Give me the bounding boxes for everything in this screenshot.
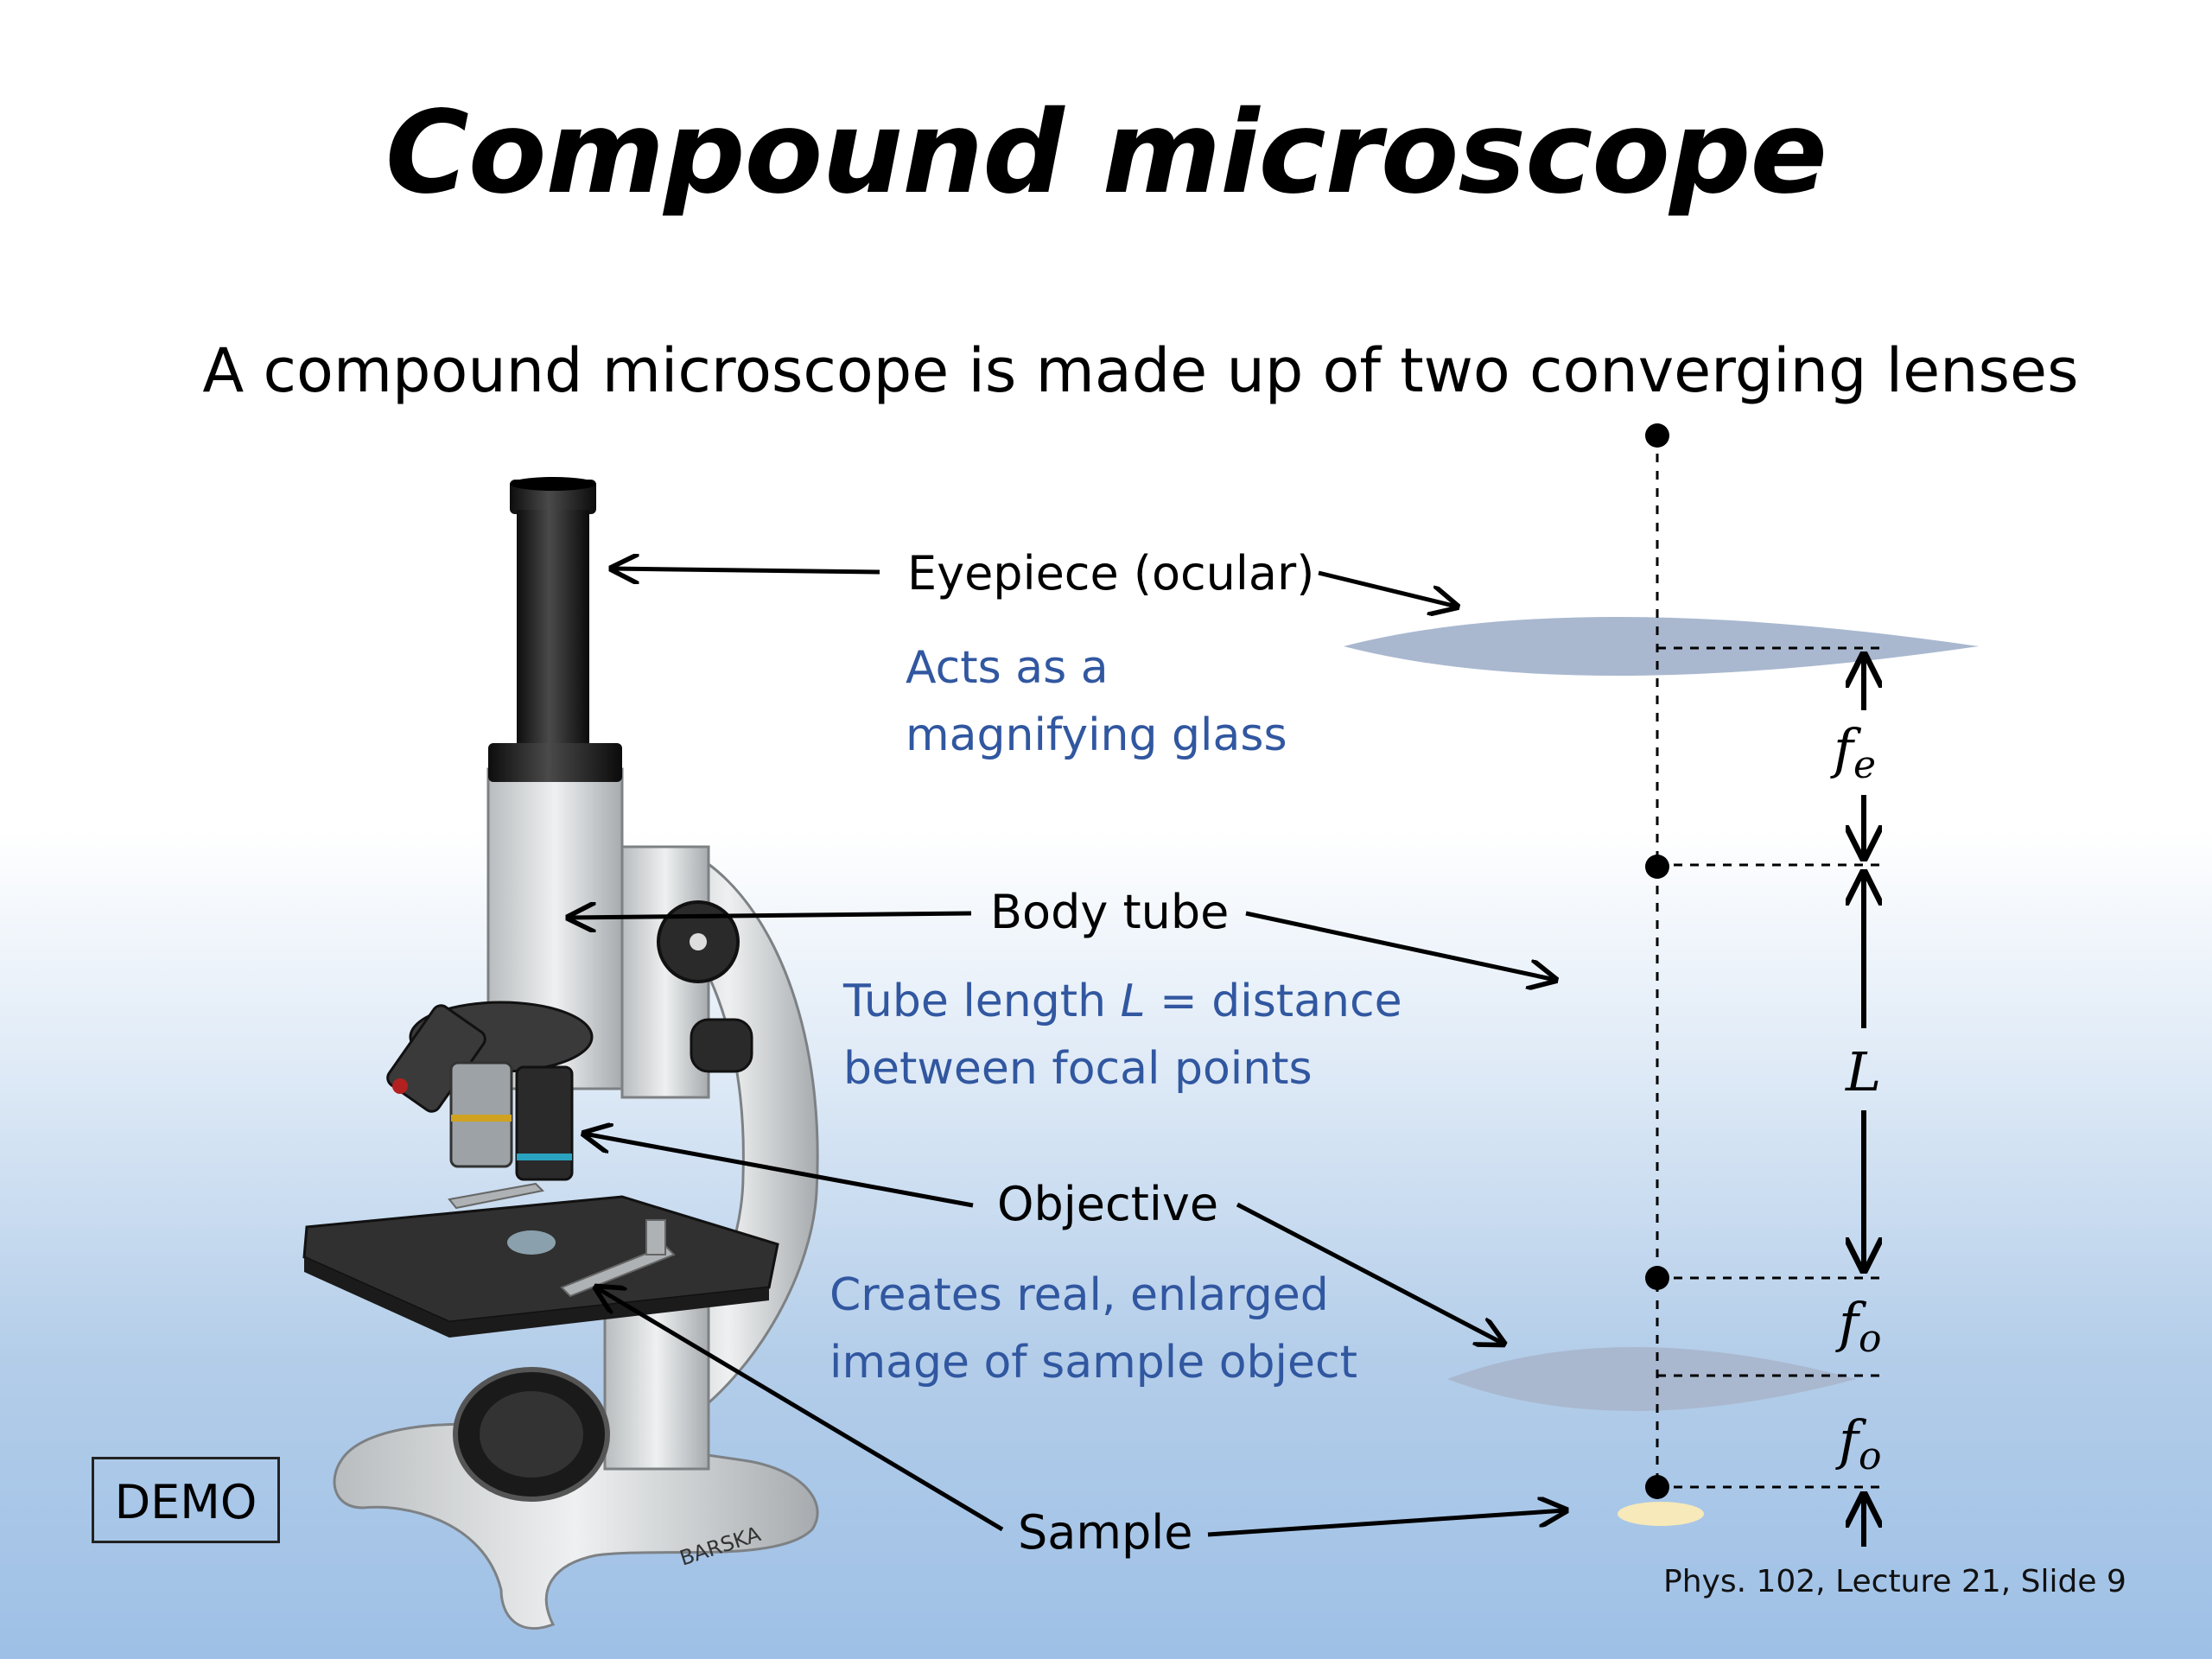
objective-band-yellow [451,1115,512,1122]
desc-body-tube-text: Tube length [843,976,1107,1027]
coarse-focus-center [690,933,707,950]
symbol-fo-lower: fo [1835,1408,1881,1478]
symbol-L: L [1845,1040,1881,1103]
microscope-illustration: BARSKA [302,477,819,1630]
point-eyepiece-focus [1645,855,1669,879]
optics-schematic: fe L fo fo [1344,423,1979,1547]
desc-body-tube-text2: = distance [1145,976,1402,1027]
label-sample: Sample [1018,1505,1193,1560]
desc-body-tube-line2: between focal points [843,1043,1313,1095]
arrow-bodytube-to-photo [569,913,972,918]
stage-edge [304,1257,769,1338]
arrow-sample-to-diagram [1207,1510,1566,1537]
symbol-fo-upper: fo [1835,1291,1881,1361]
arrow-bodytube-to-diagram [1245,911,1555,980]
mirror-inner [480,1391,583,1478]
stage-clip-post [645,1219,666,1255]
desc-eyepiece-line1: Acts as a [906,642,1109,694]
desc-body-tube-symbol: L [1120,976,1146,1027]
eyepiece-tube [517,510,589,743]
point-top [1645,423,1669,448]
desc-eyepiece-line2: magnifying glass [906,709,1287,761]
stage-clip-1 [448,1182,545,1210]
objective-lens-3 [515,1065,574,1181]
slide-subtitle: A compound microscope is made up of two … [202,335,2079,406]
desc-body-tube-line1: Tube length L = distance [843,968,1402,1035]
eyepiece-lens-shape [1344,617,1979,676]
slide-title: Compound microscope [385,86,1827,219]
slide-footer: Phys. 102, Lecture 21, Slide 9 [1663,1564,2126,1599]
stage-aperture [507,1230,556,1255]
symbol-fe: fe [1830,717,1876,787]
objective-band-blue [517,1154,572,1160]
demo-box[interactable]: DEMO [92,1457,280,1543]
objective-band-red [392,1078,408,1094]
objective-lens-shape [1447,1347,1856,1411]
arrow-objective-to-photo [584,1134,974,1208]
label-objective: Objective [997,1177,1219,1231]
desc-objective: Creates real, enlarged image of sample o… [830,1262,1357,1396]
arrow-eyepiece-to-photo [612,569,880,572]
arrow-objective-to-lens [1236,1202,1503,1344]
fine-focus-knob [690,1018,753,1073]
desc-objective-line1: Creates real, enlarged [830,1269,1329,1321]
label-eyepiece: Eyepiece (ocular) [907,546,1315,601]
desc-eyepiece: Acts as a magnifying glass [906,634,1287,769]
desc-objective-line2: image of sample object [830,1337,1357,1389]
pointer-arrows [569,569,1566,1537]
eyepiece-collar [488,743,622,782]
arrow-eyepiece-to-lens [1318,570,1457,607]
desc-body-tube: Tube length L = distance between focal p… [843,968,1402,1103]
arrow-sample-to-photo [596,1287,1004,1532]
eyepiece-lens [510,477,596,491]
label-body-tube: Body tube [990,885,1230,939]
sample-spot [1618,1502,1704,1526]
